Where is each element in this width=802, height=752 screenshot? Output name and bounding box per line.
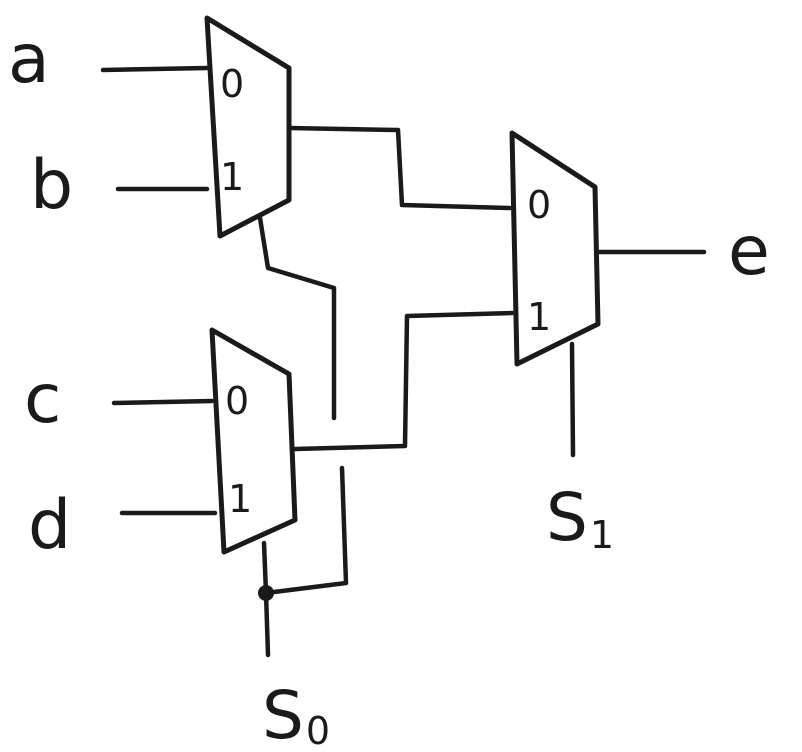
label-s0: S0	[262, 677, 330, 752]
wire-a	[100, 65, 210, 73]
label-e: e	[728, 212, 770, 291]
label-d: d	[28, 486, 71, 565]
mux-final: 0 1	[509, 130, 601, 367]
label-a: a	[8, 20, 50, 99]
mux-top-body	[204, 15, 292, 239]
mux-bottom-in1-label: 1	[228, 477, 252, 521]
label-c: c	[24, 360, 61, 439]
label-s0-subscript: 0	[306, 709, 330, 752]
label-b: b	[30, 146, 73, 225]
wire-top-select	[257, 215, 337, 421]
label-s1: S1	[546, 479, 614, 557]
label-s0-base: S	[262, 677, 304, 752]
mux-final-in1-label: 1	[527, 295, 551, 339]
mux-top-in0-label: 0	[220, 62, 244, 106]
wire-top-out	[286, 125, 513, 211]
mux-final-body	[509, 130, 601, 367]
wire-junction-dot	[258, 585, 274, 601]
wire-s0-in	[263, 590, 271, 658]
mux-bottom-in0-label: 0	[225, 379, 249, 423]
mux-top-in1-label: 1	[220, 155, 244, 199]
wire-s1	[569, 341, 576, 458]
label-s1-subscript: 1	[590, 513, 614, 557]
mux-final-in0-label: 0	[527, 183, 551, 227]
wire-bottom-out	[292, 310, 515, 452]
wire-c	[111, 398, 215, 406]
label-s1-base: S	[546, 479, 588, 556]
mux-top: 0 1	[204, 15, 292, 239]
wire-s0-to-top-select	[263, 465, 349, 596]
wire-s0-bottom-select	[261, 540, 269, 596]
mux-bottom-body	[209, 327, 298, 555]
mux-bottom: 0 1	[209, 327, 298, 555]
